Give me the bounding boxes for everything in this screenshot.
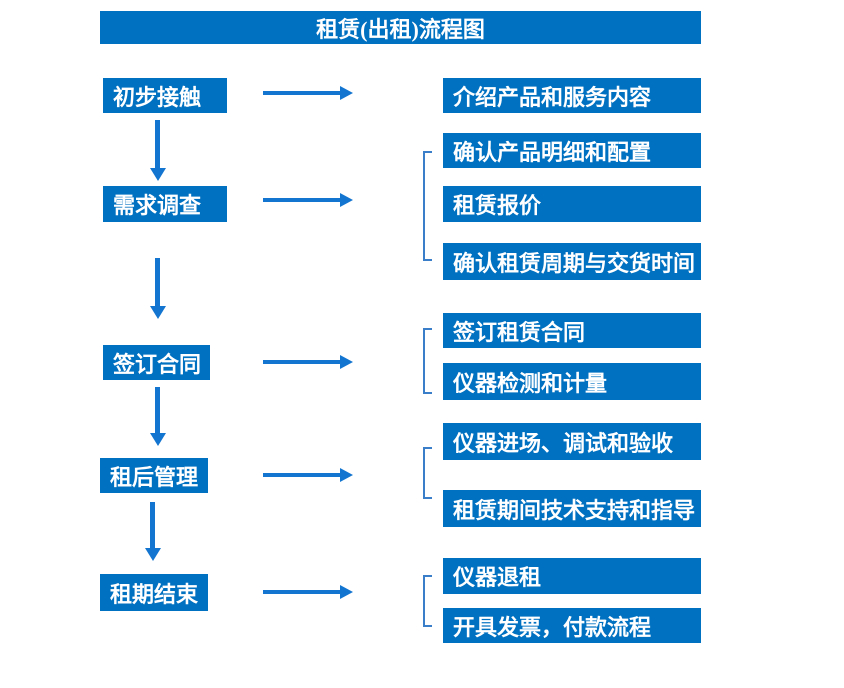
down-arrow bbox=[155, 258, 160, 306]
right-arrow bbox=[263, 360, 340, 364]
detail-box-rental-quote: 租赁报价 bbox=[443, 186, 701, 222]
detail-box-instrument-setup-acceptance: 仪器进场、调试和验收 bbox=[443, 423, 701, 460]
detail-box-invoice-payment: 开具发票，付款流程 bbox=[443, 608, 701, 643]
group-bracket bbox=[423, 447, 432, 499]
down-arrow bbox=[155, 120, 160, 168]
detail-box-confirm-period-delivery: 确认租赁周期与交货时间 bbox=[443, 243, 701, 280]
down-arrow bbox=[150, 502, 155, 548]
detail-box-introduce-products: 介绍产品和服务内容 bbox=[443, 78, 701, 113]
detail-box-instrument-testing: 仪器检测和计量 bbox=[443, 363, 701, 400]
right-arrow bbox=[263, 91, 340, 95]
step-box-demand-survey: 需求调查 bbox=[103, 186, 227, 222]
group-bracket bbox=[423, 328, 432, 394]
detail-box-instrument-return: 仪器退租 bbox=[443, 558, 701, 594]
step-box-sign-contract: 签订合同 bbox=[103, 345, 210, 380]
step-box-initial-contact: 初步接触 bbox=[103, 78, 227, 113]
right-arrow bbox=[263, 473, 340, 477]
flowchart-title: 租赁(出租)流程图 bbox=[100, 11, 701, 44]
detail-box-confirm-product-details: 确认产品明细和配置 bbox=[443, 133, 701, 168]
detail-box-technical-support: 租赁期间技术支持和指导 bbox=[443, 490, 701, 527]
right-arrow bbox=[263, 590, 340, 594]
group-bracket bbox=[423, 575, 432, 627]
group-bracket bbox=[423, 151, 432, 261]
down-arrow bbox=[155, 387, 160, 433]
detail-box-sign-rental-contract: 签订租赁合同 bbox=[443, 313, 701, 348]
step-box-rental-period-end: 租期结束 bbox=[100, 574, 208, 611]
step-box-post-rental-management: 租后管理 bbox=[100, 458, 208, 493]
right-arrow bbox=[263, 198, 340, 202]
